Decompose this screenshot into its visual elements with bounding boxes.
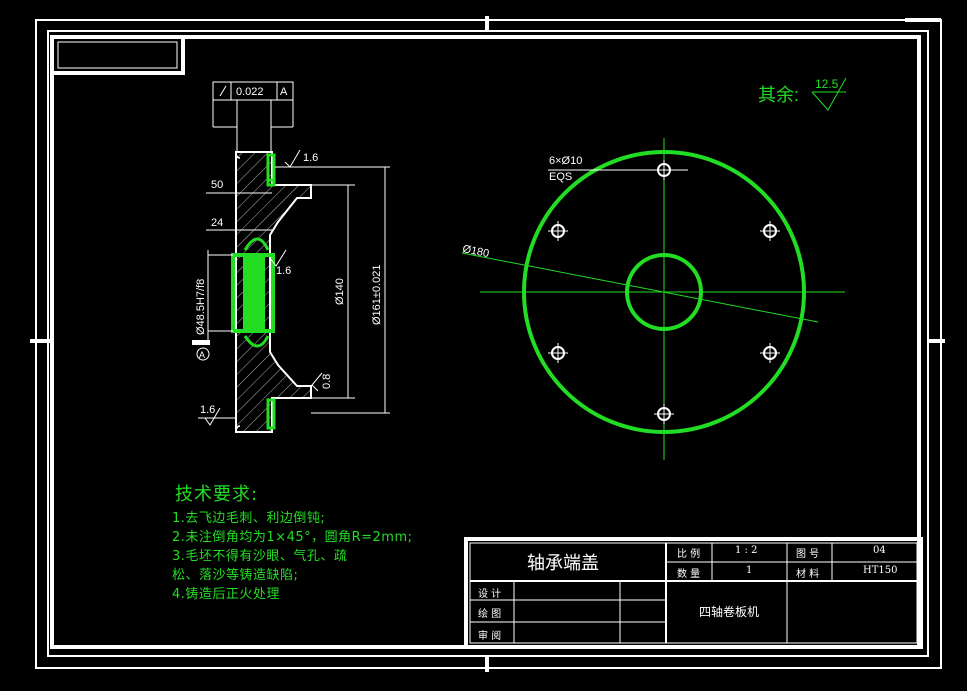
drawing-no-label: 图 号 — [796, 549, 820, 560]
bolt-holes — [548, 160, 780, 424]
tolerance-datum: A — [280, 86, 288, 98]
qty-label: 数 量 — [677, 569, 701, 580]
dim-bore: Ø48.5H7/f8 — [195, 279, 207, 335]
draw-label: 绘 图 — [478, 609, 502, 620]
plan-view: 6×Ø10 EQS Ø180 — [461, 138, 845, 460]
dim-180: Ø180 — [461, 243, 490, 260]
tolerance-frame: 0.022 A — [212, 81, 294, 152]
dim-holes: 6×Ø10 — [549, 155, 582, 167]
notes-title: 技术要求: — [175, 484, 259, 505]
runout-symbol-icon — [219, 85, 227, 97]
dim-eqs: EQS — [549, 171, 572, 183]
material-value: HT150 — [863, 565, 898, 576]
qty-value: 1 — [746, 565, 753, 576]
dim-161: Ø161±0.021 — [371, 265, 383, 325]
note-item-1: 1.去飞边毛刺、利边倒钝; — [172, 511, 326, 526]
roughness-general: 其余: 12.5 — [758, 77, 847, 111]
dim-140: Ø140 — [334, 278, 346, 305]
company-name: 四轴卷板机 — [699, 605, 760, 619]
note-item-3: 3.毛坯不得有沙眼、气孔、疏 — [172, 549, 348, 564]
dim-50: 50 — [211, 179, 223, 191]
scale-label: 比 例 — [677, 549, 701, 560]
scale-value: 1 : 2 — [735, 545, 758, 556]
part-name: 轴承端盖 — [527, 553, 599, 574]
roughness-note: 其余: — [758, 85, 799, 105]
dim-24: 24 — [211, 217, 223, 229]
tolerance-value: 0.022 — [236, 86, 264, 98]
roughness-mid: 1.6 — [276, 265, 291, 277]
design-label: 设 计 — [478, 589, 502, 600]
roughness-top: 1.6 — [303, 152, 318, 164]
datum-a-label: A — [199, 350, 205, 360]
roughness-08: 0.8 — [321, 374, 333, 389]
note-item-4: 松、落沙等铸造缺陷; — [172, 568, 299, 583]
note-item-5: 4.铸造后正火处理 — [172, 587, 280, 602]
section-view: 50 24 1.6 1.6 1.6 0.8 Ø48.5H7/f8 A Ø140 … — [192, 149, 390, 433]
review-label: 审 阅 — [478, 631, 502, 642]
drawing-no-value: 04 — [873, 545, 886, 556]
note-item-2: 2.未注倒角均为1×45°，圆角R=2mm; — [172, 530, 413, 545]
material-label: 材 料 — [796, 569, 820, 580]
roughness-bottom: 1.6 — [200, 404, 215, 416]
title-block — [464, 537, 923, 649]
roughness-value: 12.5 — [815, 77, 839, 91]
